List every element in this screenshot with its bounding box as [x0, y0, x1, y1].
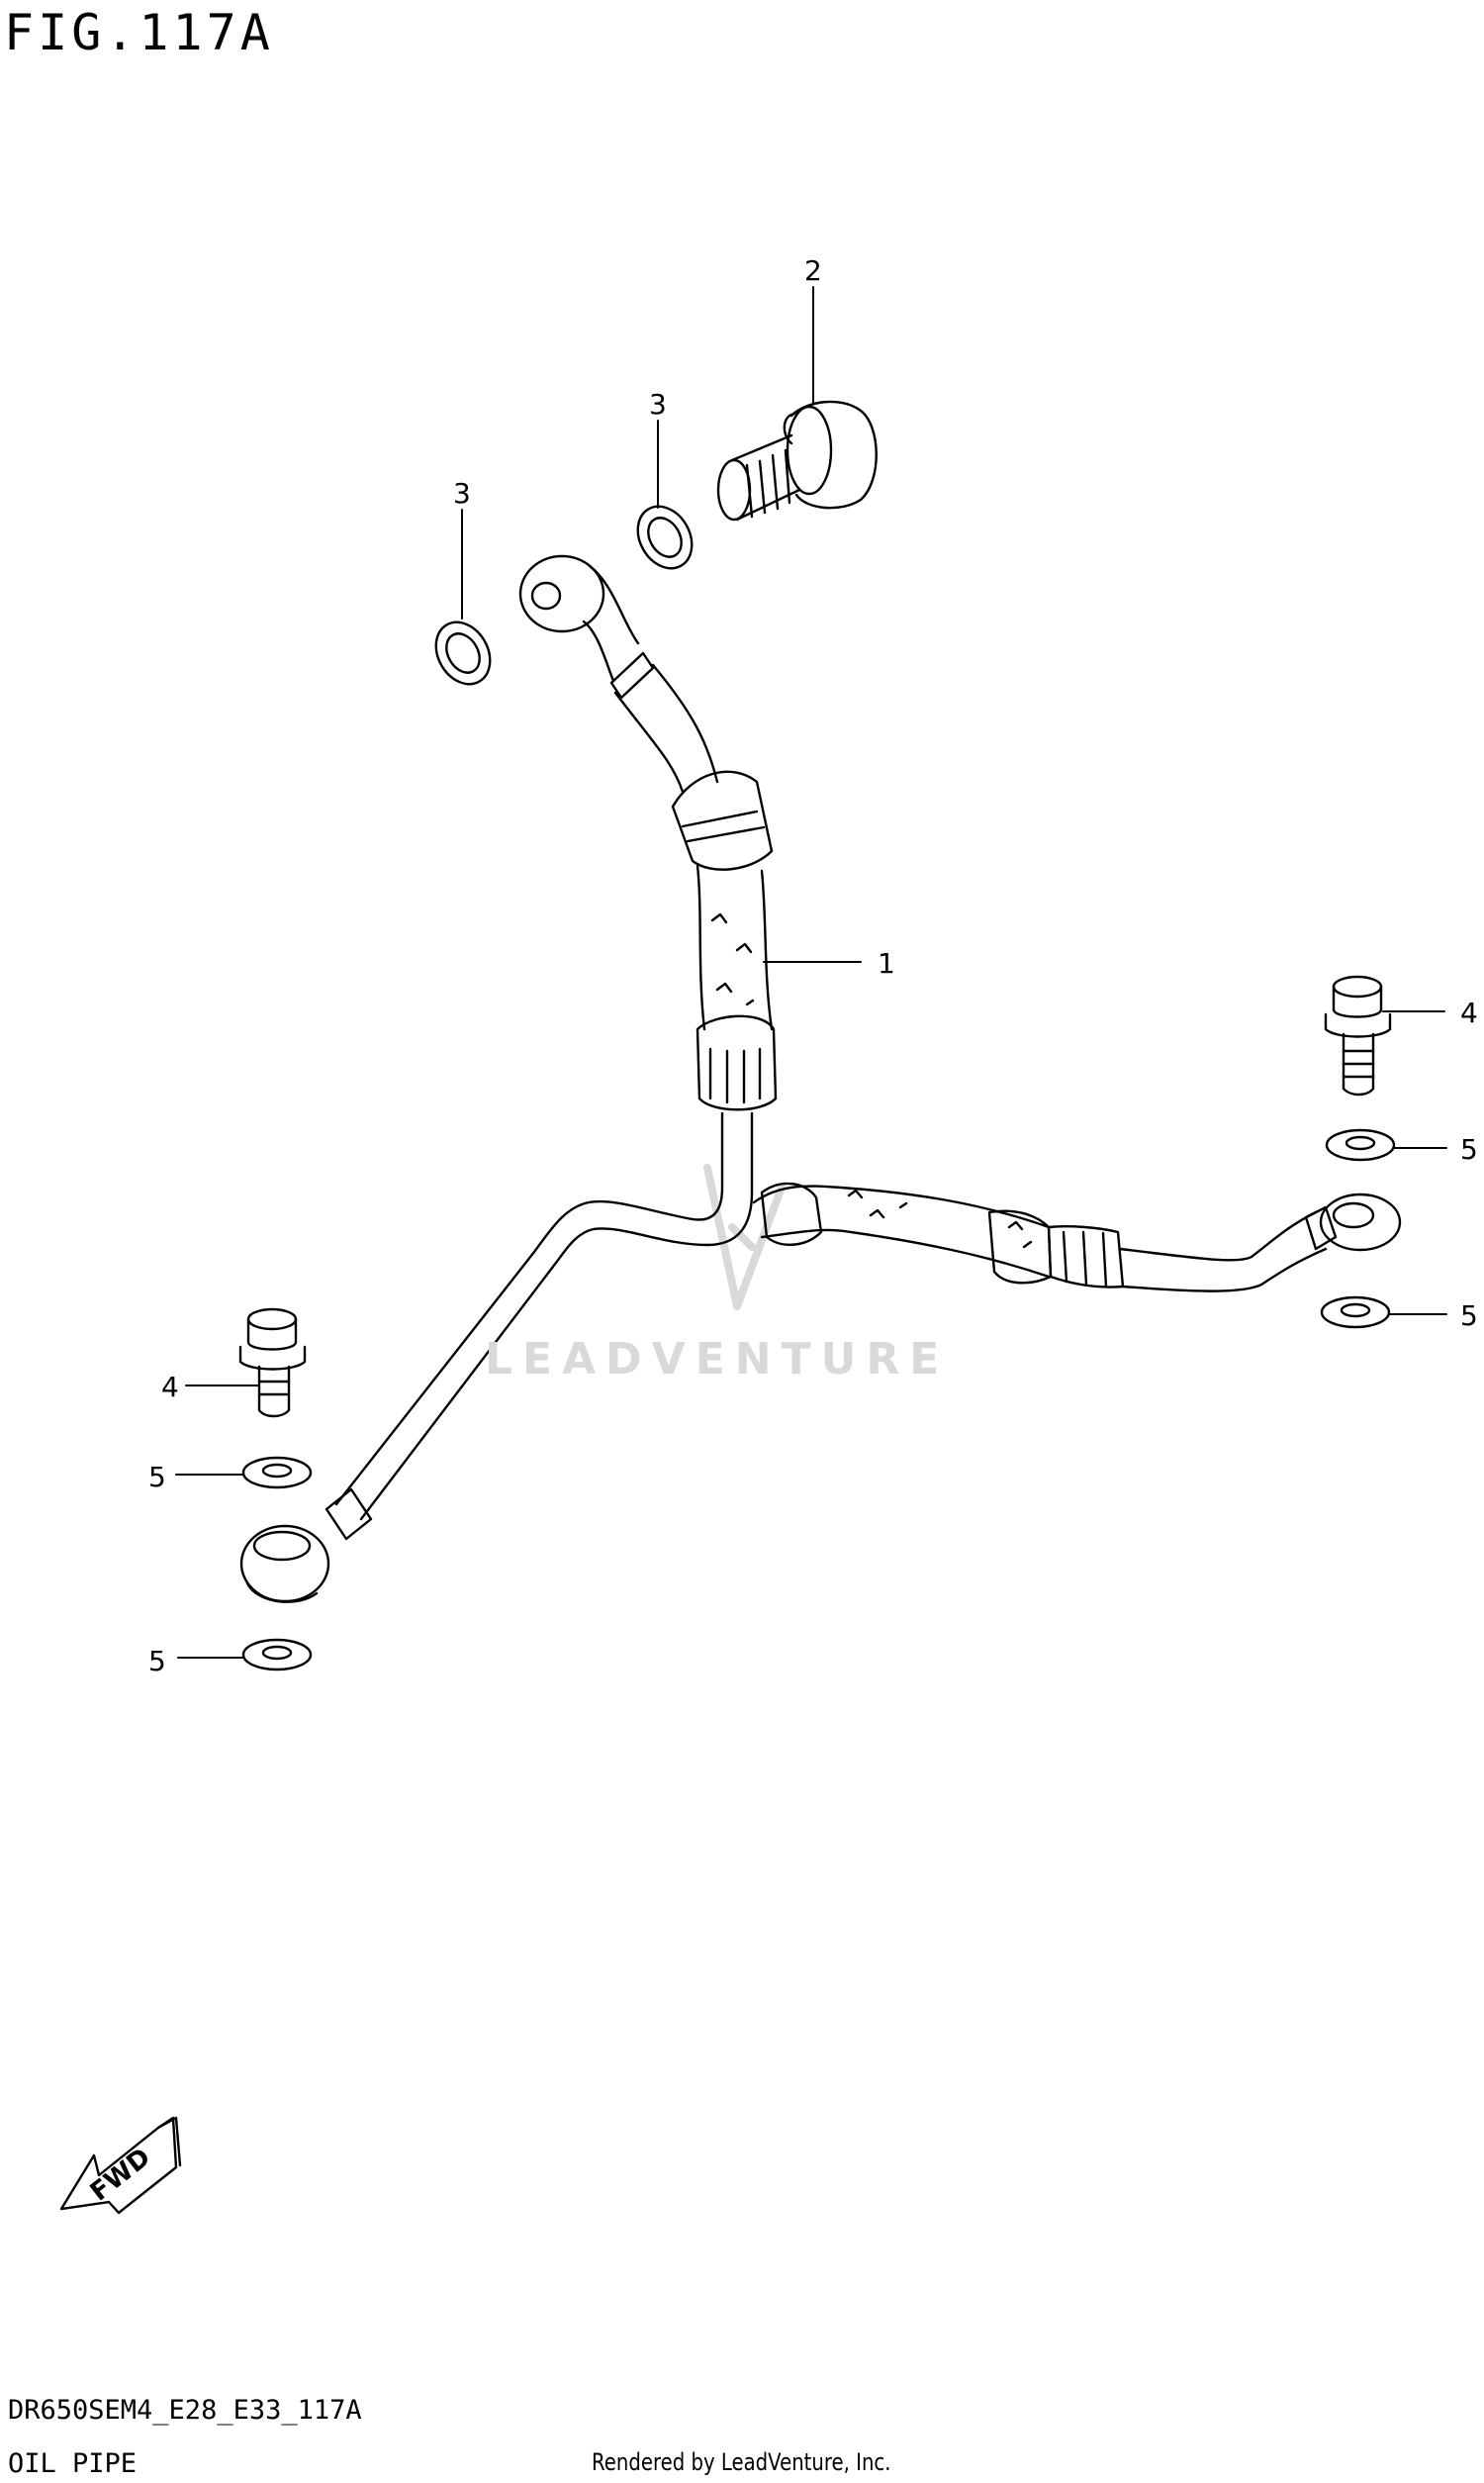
callout-3-upper: 3 — [649, 388, 667, 421]
washer-part-5-left-upper — [241, 1456, 313, 1489]
gasket-washer-part-3-upper — [636, 505, 694, 570]
union-bolt-part-2 — [716, 400, 878, 522]
callout-1: 1 — [878, 947, 895, 980]
callout-5-right-upper: 5 — [1460, 1133, 1478, 1166]
section-name: OIL PIPE — [8, 2448, 138, 2479]
render-credit: Rendered by LeadVenture, Inc. — [592, 2448, 891, 2476]
model-code: DR650SEM4_E28_E33_117A — [8, 2395, 362, 2426]
callout-2: 2 — [804, 254, 822, 287]
callout-3-lower: 3 — [453, 477, 471, 510]
fwd-arrow-icon: FWD — [59, 2116, 182, 2215]
oil-pipe-assembly — [239, 554, 1402, 1603]
callout-4-left: 4 — [161, 1371, 179, 1403]
bolt-part-4-left — [238, 1307, 307, 1418]
callout-4-right: 4 — [1460, 997, 1478, 1029]
figure-title: FIG.117A — [4, 4, 274, 61]
washer-part-5-left-lower — [241, 1638, 313, 1671]
gasket-washer-part-3-lower — [434, 621, 492, 686]
callout-5-left-middle: 5 — [148, 1645, 166, 1677]
callout-5-right-lower: 5 — [1460, 1299, 1478, 1332]
washer-part-5-right-upper — [1325, 1128, 1396, 1162]
watermark-text: LEADVENTURE — [485, 1334, 950, 1385]
leader-lines — [175, 286, 1447, 1659]
bolt-part-4-right — [1324, 975, 1392, 1097]
washer-part-5-right-lower — [1320, 1295, 1391, 1329]
callout-5-left-upper: 5 — [148, 1461, 166, 1493]
callout-labels: 1 2 3 3 4 4 5 5 5 5 5 — [148, 254, 1478, 1677]
